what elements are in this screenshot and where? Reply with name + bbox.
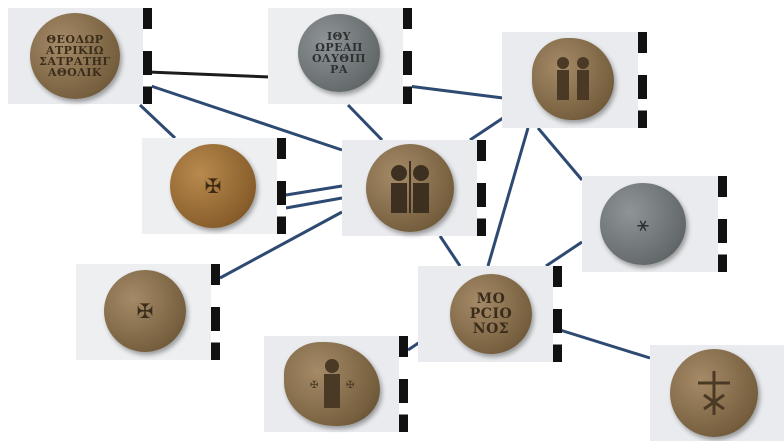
monogram-icon — [686, 365, 742, 421]
edge-seal2-center — [348, 105, 382, 140]
scale-bar-center — [477, 140, 486, 236]
scale-bar-5 — [718, 176, 727, 272]
seal-figures-3 — [532, 38, 614, 120]
seal-cross-4: ✠ — [170, 144, 256, 228]
saint-figure-icon: ✠✠ — [302, 354, 362, 414]
scale-bar-3 — [638, 32, 647, 128]
seal-figures-center — [366, 144, 454, 232]
edge-seal1-seal2 — [148, 72, 270, 77]
seal-photo-center[interactable] — [342, 140, 486, 236]
seal-photo-1[interactable]: ΘΕΟΔΩΡ ΑΤΡΙΚΙΩ ΣΑΤΡΑΤΗΓ ΑΘΟΛΙΚ — [8, 8, 152, 104]
scale-bar-2 — [403, 8, 412, 104]
svg-text:✠: ✠ — [346, 380, 354, 391]
seal-photo-2[interactable]: ΙΘΥ ΩΡΕΑΠ ΟΛΥΘΙΠ ΡΑ — [268, 8, 412, 104]
edge-seal4-center-a — [286, 186, 342, 195]
seal-photo-6[interactable]: ✠ — [76, 264, 220, 360]
seal-monogram-9 — [670, 349, 758, 437]
two-emperors-icon — [377, 157, 443, 219]
edge-seal7-seal9 — [560, 330, 650, 358]
cross-icon-6: ✠ — [137, 301, 154, 321]
star-icon-5: ⚹ — [637, 214, 649, 234]
seal-inscription-2: ΙΘΥ ΩΡΕΑΠ ΟΛΥΘΙΠ ΡΑ — [298, 14, 380, 92]
seal-star-5: ⚹ — [600, 183, 686, 265]
seal-photo-8[interactable]: ✠✠ — [264, 336, 408, 432]
edge-seal5-seal7 — [546, 242, 582, 266]
seal-cross-6: ✠ — [104, 270, 186, 352]
cross-icon-4: ✠ — [205, 176, 222, 196]
two-figures-icon — [543, 51, 603, 107]
scale-bar-8 — [399, 336, 408, 432]
seal-inscription-7: ΜΟ ΡCΙΟ ΝΟΣ — [450, 274, 532, 354]
seal-saints-8: ✠✠ — [284, 342, 380, 426]
scale-bar-6 — [211, 264, 220, 360]
seal-photo-9[interactable] — [650, 345, 784, 441]
edge-seal2-seal3 — [408, 86, 503, 98]
svg-text:✠: ✠ — [310, 380, 318, 391]
edge-seal3-seal5 — [538, 128, 582, 180]
edge-seal4-center-b — [286, 198, 342, 208]
edge-center-seal7 — [440, 236, 460, 266]
seal-inscription-1: ΘΕΟΔΩΡ ΑΤΡΙΚΙΩ ΣΑΤΡΑΤΗΓ ΑΘΟΛΙΚ — [30, 13, 120, 99]
edge-seal1-seal4 — [140, 105, 175, 138]
seal-photo-3[interactable] — [502, 32, 647, 128]
scale-bar-4 — [277, 138, 286, 234]
inscription-text-7: ΜΟ ΡCΙΟ ΝΟΣ — [470, 292, 512, 337]
edge-seal3-center — [470, 118, 503, 140]
scale-bar-7 — [553, 266, 562, 362]
seal-photo-7[interactable]: ΜΟ ΡCΙΟ ΝΟΣ — [418, 266, 562, 362]
seal-photo-4[interactable]: ✠ — [142, 138, 286, 234]
edge-seal3-seal7 — [488, 128, 528, 266]
seal-photo-5[interactable]: ⚹ — [582, 176, 727, 272]
scale-bar-1 — [143, 8, 152, 104]
inscription-text-2: ΙΘΥ ΩΡΕΑΠ ΟΛΥΘΙΠ ΡΑ — [312, 31, 366, 75]
inscription-text-1: ΘΕΟΔΩΡ ΑΤΡΙΚΙΩ ΣΑΤΡΑΤΗΓ ΑΘΟΛΙΚ — [39, 34, 111, 78]
